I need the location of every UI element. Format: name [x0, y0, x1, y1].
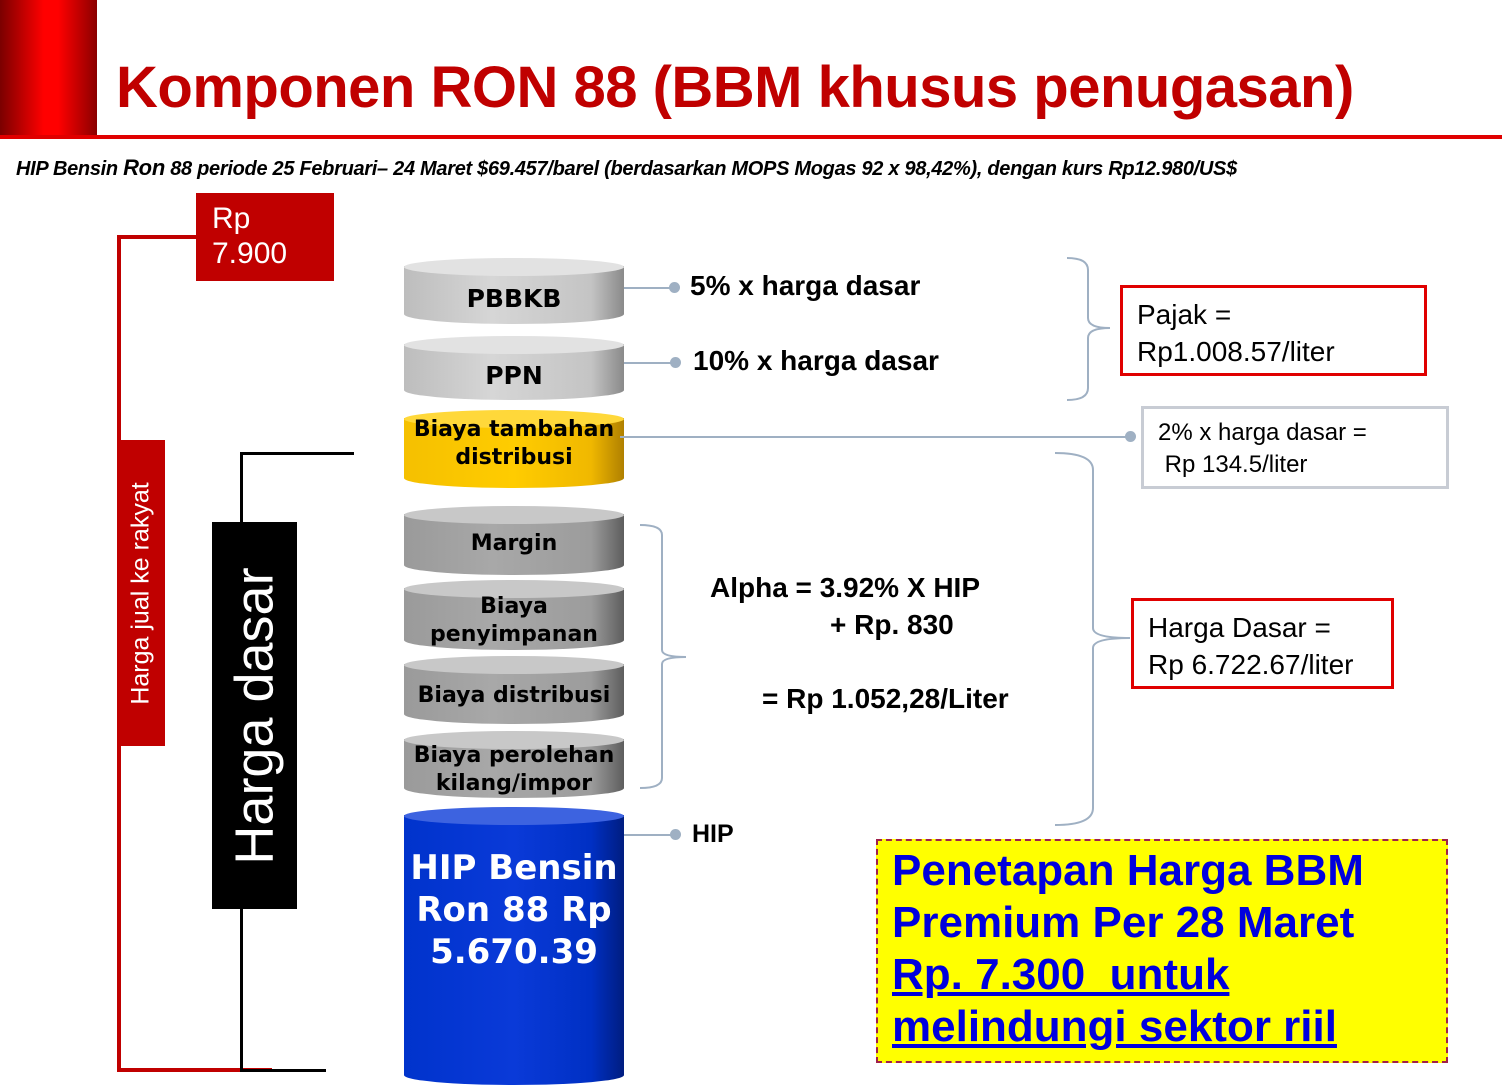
tambahan-value: Rp 134.5/liter [1158, 451, 1308, 478]
subtitle-part: HIP Bensin [16, 158, 124, 180]
brace-harga-dasar [1054, 452, 1131, 826]
connector-line [624, 362, 677, 364]
black-bracket-top [240, 452, 354, 455]
connector-dot [669, 282, 680, 293]
pajak-label: Pajak = [1137, 299, 1232, 330]
brace-pajak [1066, 257, 1111, 401]
pbbkb-formula: 5% x harga dasar [690, 270, 921, 301]
header-accent-bar [0, 0, 97, 136]
subtitle-part: Ron [123, 155, 165, 180]
connector-dot [670, 829, 681, 840]
cylinder-biaya-perolehan: Biaya perolehan kilang/impor [404, 731, 624, 798]
header-divider [0, 135, 1502, 139]
harga-dasar-box: Harga Dasar = Rp 6.722.67/liter [1131, 598, 1394, 689]
harga-jual-label: Harga jual ke rakyat [118, 440, 165, 746]
harga-dasar-label: Harga dasar [212, 522, 297, 909]
red-bracket-bottom [117, 1068, 272, 1072]
connector-dot [670, 357, 681, 368]
callout-line: Premium Per 28 Maret [892, 898, 1355, 947]
brace-alpha [639, 524, 687, 789]
alpha-formula-result: = Rp 1.052,28/Liter [762, 683, 1009, 714]
connector-line [624, 834, 676, 836]
pajak-value: Rp1.008.57/liter [1137, 336, 1335, 367]
callout-line: melindungi sektor riil [892, 1002, 1337, 1051]
connector-line [624, 287, 674, 289]
ppn-formula: 10% x harga dasar [693, 345, 939, 376]
retail-price-box: Rp 7.900 [196, 193, 334, 281]
harga-dasar-box-value: Rp 6.722.67/liter [1148, 649, 1354, 680]
cylinder-biaya-distribusi: Biaya distribusi [404, 656, 624, 724]
cylinder-hip: HIP Bensin Ron 88 Rp 5.670.39 [404, 807, 624, 1085]
red-bracket-top [117, 235, 197, 239]
cylinder-biaya-tambahan: Biaya tambahan distribusi [404, 410, 624, 488]
callout-line: Penetapan Harga BBM [892, 846, 1364, 895]
hip-label: HIP [692, 820, 734, 848]
connector-dot [1125, 431, 1136, 442]
price-value: 7.900 [212, 237, 288, 270]
alpha-formula-line1: Alpha = 3.92% X HIP [710, 572, 980, 603]
cylinder-pbbkb: PBBKB [404, 258, 624, 324]
pajak-box: Pajak = Rp1.008.57/liter [1120, 285, 1427, 376]
black-bracket-bottom [240, 1069, 326, 1072]
connector-line [620, 436, 1132, 438]
slide-title: Komponen RON 88 (BBM khusus penugasan) [116, 55, 1354, 120]
slide-subtitle: HIP Bensin Ron 88 periode 25 Februari– 2… [16, 155, 1237, 181]
price-callout: Penetapan Harga BBM Premium Per 28 Maret… [876, 839, 1448, 1063]
tambahan-box: 2% x harga dasar = Rp 134.5/liter [1141, 406, 1449, 489]
tambahan-label: 2% x harga dasar = [1158, 419, 1367, 446]
subtitle-part: 88 periode 25 Februari– 24 Maret $69.457… [164, 158, 1237, 180]
callout-line: Rp. 7.300 untuk [892, 950, 1230, 999]
cylinder-margin: Margin [404, 506, 624, 575]
harga-dasar-box-label: Harga Dasar = [1148, 612, 1331, 643]
price-label: Rp [212, 202, 251, 235]
cylinder-ppn: PPN [404, 336, 624, 400]
alpha-formula-line2: + Rp. 830 [830, 609, 954, 640]
cylinder-biaya-penyimpanan: Biaya penyimpanan [404, 580, 624, 650]
